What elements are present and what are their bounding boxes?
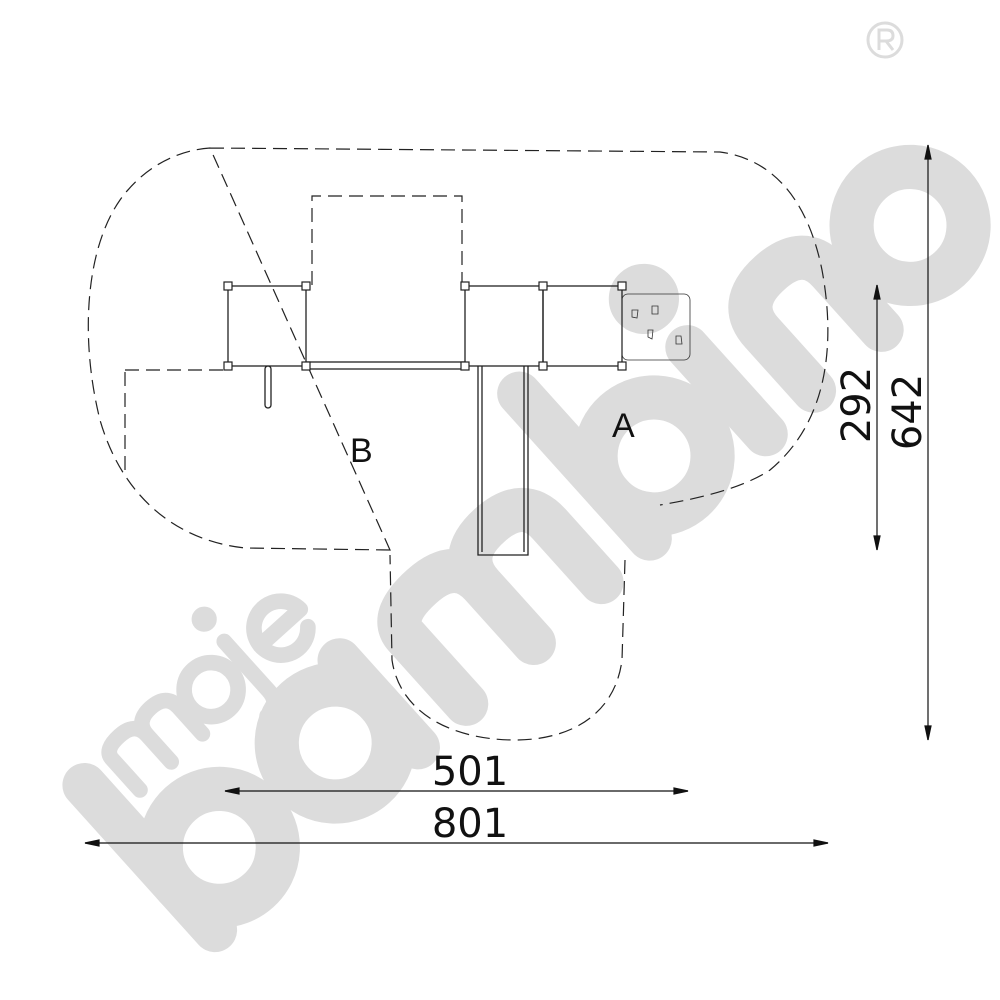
fireman-pole bbox=[264, 365, 272, 409]
zone-b-boundary bbox=[311, 195, 463, 285]
registered-mark bbox=[877, 28, 895, 51]
climbing-holds bbox=[631, 305, 683, 345]
structure bbox=[223, 281, 691, 556]
zone-label-b: B bbox=[350, 432, 373, 470]
watermark-brand-main bbox=[62, 144, 991, 953]
slide bbox=[477, 366, 529, 556]
platform-center bbox=[464, 285, 544, 367]
safety-zone-outline bbox=[87, 147, 829, 741]
dimension-outer-width: 801 bbox=[432, 801, 508, 847]
dimension-lines bbox=[84, 144, 932, 847]
watermark-logo bbox=[62, 21, 991, 953]
posts bbox=[223, 281, 627, 371]
registered-icon bbox=[866, 21, 904, 59]
platform-left bbox=[227, 285, 307, 367]
zone-label-a: A bbox=[612, 407, 635, 445]
dimension-inner-width: 501 bbox=[432, 749, 508, 795]
climbing-wall bbox=[621, 293, 691, 361]
zone-divider bbox=[124, 369, 226, 475]
watermark-brand-top bbox=[101, 593, 316, 798]
dimension-outer-height: 642 bbox=[885, 374, 931, 450]
connecting-bridge bbox=[305, 361, 466, 370]
dimension-inner-height: 292 bbox=[834, 367, 880, 443]
